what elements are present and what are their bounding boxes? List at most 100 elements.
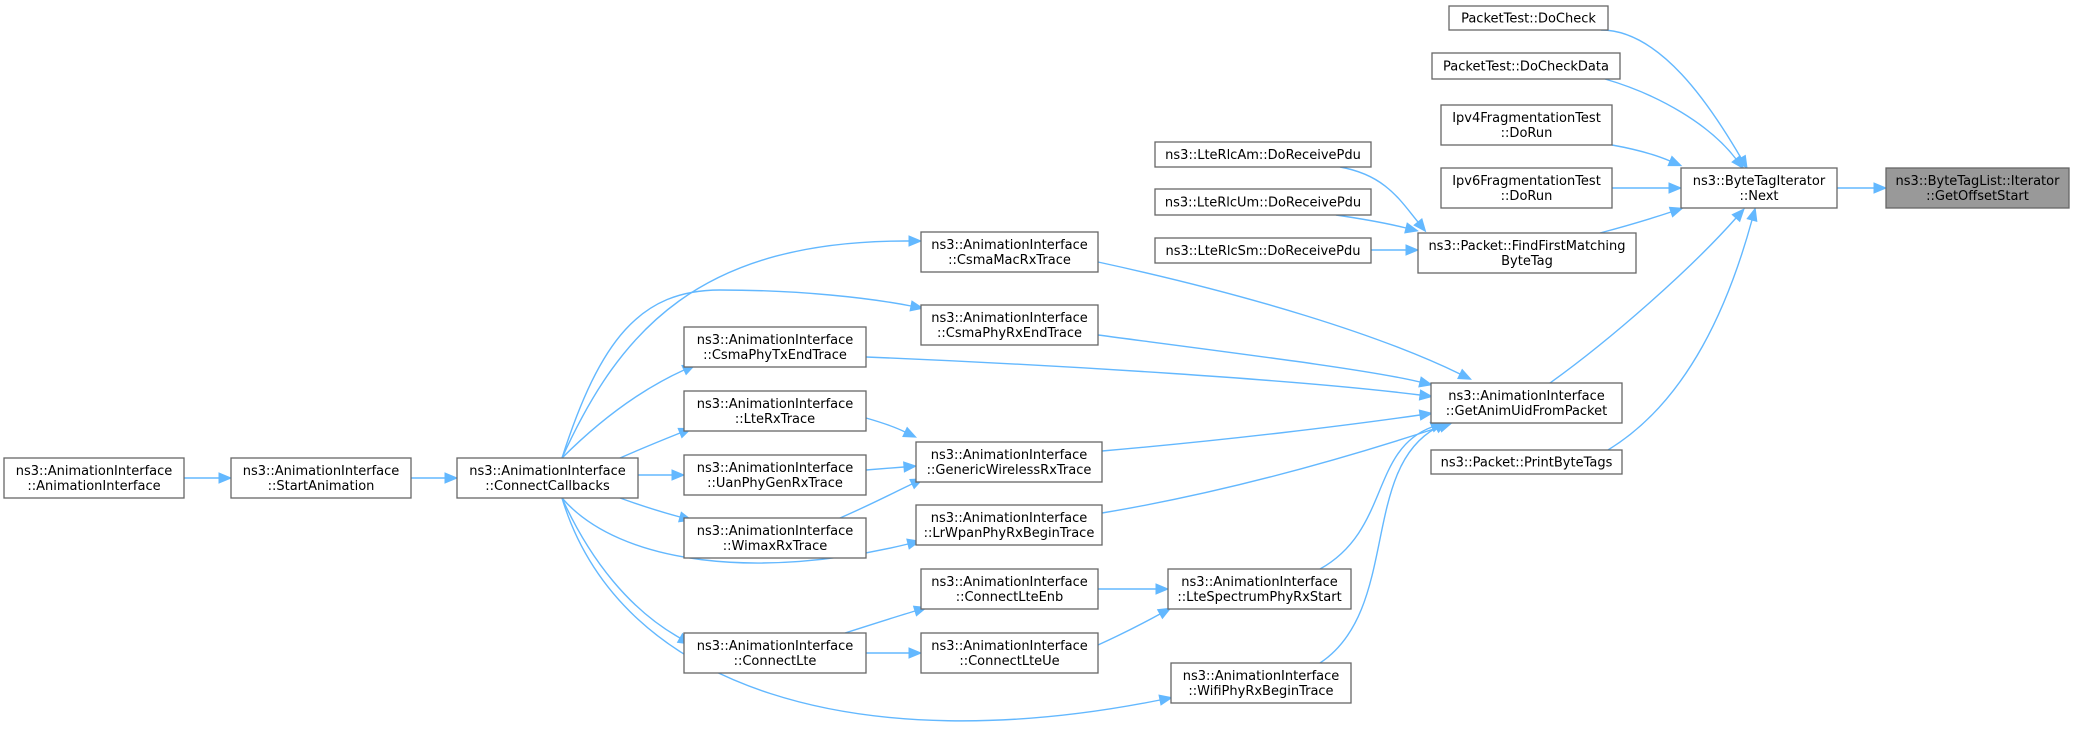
node-lterlcam[interactable]: ns3::LteRlcAm::DoReceivePdu xyxy=(1154,141,1372,168)
node-lrwpan[interactable]: ns3::AnimationInterface::LrWpanPhyRxBegi… xyxy=(915,504,1103,546)
nodes-layer: ns3::ByteTagList::Iterator::GetOffsetSta… xyxy=(3,5,2070,704)
node-label: ::LrWpanPhyRxBeginTrace xyxy=(924,526,1095,541)
node-lterlcsm[interactable]: ns3::LteRlcSm::DoReceivePdu xyxy=(1154,237,1372,264)
arrowhead-icon xyxy=(1413,217,1427,233)
node-packettest-docheckdata[interactable]: PacketTest::DoCheckData xyxy=(1431,52,1621,80)
node-label: ::GenericWirelessRxTrace xyxy=(927,463,1092,478)
edge-line xyxy=(865,417,906,433)
node-box xyxy=(230,457,412,499)
edge-line xyxy=(844,610,916,634)
node-connectcallbacks[interactable]: ns3::AnimationInterface::ConnectCallback… xyxy=(456,457,639,499)
edge-getanimuid-to-bytetagiter-next xyxy=(1549,208,1745,384)
node-csmaphyrxend[interactable]: ns3::AnimationInterface::CsmaPhyRxEndTra… xyxy=(920,304,1099,346)
node-label: Ipv4FragmentationTest xyxy=(1452,111,1601,126)
edge-line xyxy=(1335,214,1407,229)
node-label: ns3::LteRlcUm::DoReceivePdu xyxy=(1165,196,1361,211)
node-label: ns3::AnimationInterface xyxy=(931,448,1088,463)
node-label: ns3::AnimationInterface xyxy=(931,575,1088,590)
node-box xyxy=(1885,167,2070,209)
edge-connectcallbacks-to-csmaphytxend xyxy=(561,364,697,459)
node-box xyxy=(1167,568,1352,610)
node-box xyxy=(915,504,1103,546)
node-connectlte[interactable]: ns3::AnimationInterface::ConnectLte xyxy=(683,632,867,674)
node-label: ::UanPhyGenRxTrace xyxy=(707,476,843,491)
arrowhead-icon xyxy=(1418,376,1433,388)
edge-genericwireless-to-getanimuid xyxy=(1101,409,1434,452)
node-label: ::GetAnimUidFromPacket xyxy=(1446,404,1607,419)
edge-line xyxy=(1101,414,1421,452)
node-uanphygen[interactable]: ns3::AnimationInterface::UanPhyGenRxTrac… xyxy=(683,454,867,496)
node-label: Ipv6FragmentationTest xyxy=(1452,174,1601,189)
node-label: ns3::AnimationInterface xyxy=(1181,575,1338,590)
node-ltespectrum[interactable]: ns3::AnimationInterface::LteSpectrumPhyR… xyxy=(1167,568,1352,610)
node-box xyxy=(683,326,867,368)
node-lterlcum[interactable]: ns3::LteRlcUm::DoReceivePdu xyxy=(1154,188,1372,216)
node-label: ns3::Packet::FindFirstMatching xyxy=(1428,239,1625,254)
arrowhead-icon xyxy=(1405,244,1420,256)
node-box xyxy=(915,441,1103,483)
edge-line xyxy=(1097,334,1421,383)
node-startanimation[interactable]: ns3::AnimationInterface::StartAnimation xyxy=(230,457,412,499)
node-box xyxy=(920,632,1099,674)
node-connectlteue[interactable]: ns3::AnimationInterface::ConnectLteUe xyxy=(920,632,1099,674)
node-label: ::DoRun xyxy=(1501,126,1553,141)
edge-line xyxy=(561,240,910,459)
edge-uanphygen-to-genericwireless xyxy=(865,461,918,473)
node-connectlteenb[interactable]: ns3::AnimationInterface::ConnectLteEnb xyxy=(920,568,1099,610)
edge-lterlcsm-to-findfirstmatching xyxy=(1371,244,1420,256)
node-printbytetags[interactable]: ns3::Packet::PrintByteTags xyxy=(1430,449,1623,475)
edge-connectcallbacks-to-wifiphyrx xyxy=(561,497,1174,722)
node-getanimuid[interactable]: ns3::AnimationInterface::GetAnimUidFromP… xyxy=(1430,382,1623,424)
edge-ipv4frag-dorun-to-bytetagiter-next xyxy=(1611,144,1683,167)
node-box xyxy=(920,304,1099,346)
node-lterx[interactable]: ns3::AnimationInterface::LteRxTrace xyxy=(683,390,867,432)
node-csmaphytxend[interactable]: ns3::AnimationInterface::CsmaPhyTxEndTra… xyxy=(683,326,867,368)
node-genericwireless[interactable]: ns3::AnimationInterface::GenericWireless… xyxy=(915,441,1103,483)
arrowhead-icon xyxy=(1418,389,1434,401)
node-label: ns3::AnimationInterface xyxy=(931,311,1088,326)
arrowhead-icon xyxy=(1418,409,1434,421)
edge-connectcallbacks-to-connectlte xyxy=(561,497,692,645)
node-bytetagiter-next[interactable]: ns3::ByteTagIterator::Next xyxy=(1680,167,1838,209)
node-label: ns3::AnimationInterface xyxy=(469,464,626,479)
node-label: ::WimaxRxTrace xyxy=(723,539,827,554)
node-box xyxy=(683,454,867,496)
node-box xyxy=(1417,232,1637,274)
node-csmamacrx[interactable]: ns3::AnimationInterface::CsmaMacRxTrace xyxy=(920,231,1099,273)
node-label: ns3::AnimationInterface xyxy=(931,639,1088,654)
arrowhead-icon xyxy=(1746,207,1758,223)
node-box xyxy=(920,231,1099,273)
edge-lterlcum-to-findfirstmatching xyxy=(1335,214,1419,234)
edge-connectlte-to-connectlteue xyxy=(866,647,923,659)
arrowhead-icon xyxy=(1158,694,1174,706)
arrowhead-icon xyxy=(1668,206,1684,218)
arrowhead-icon xyxy=(444,472,459,484)
arrowhead-icon xyxy=(1731,155,1745,170)
arrowhead-icon xyxy=(908,647,923,659)
edge-line xyxy=(1604,78,1737,160)
node-label: ::CsmaPhyTxEndTrace xyxy=(703,348,847,363)
node-label: ::LteSpectrumPhyRxStart xyxy=(1177,590,1341,605)
arrowhead-icon xyxy=(903,461,918,473)
edge-lterx-to-genericwireless xyxy=(865,417,918,438)
node-label: ::CsmaMacRxTrace xyxy=(948,253,1071,268)
edge-line xyxy=(619,432,681,459)
node-label: ::ConnectCallbacks xyxy=(485,479,610,494)
edge-ltespectrum-to-getanimuid xyxy=(1319,421,1445,570)
node-wimaxrx[interactable]: ns3::AnimationInterface::WimaxRxTrace xyxy=(683,517,867,559)
node-wifiphyrx[interactable]: ns3::AnimationInterface::WifiPhyRxBeginT… xyxy=(1170,662,1352,704)
node-box xyxy=(683,517,867,559)
node-ipv6frag-dorun[interactable]: Ipv6FragmentationTest::DoRun xyxy=(1440,167,1613,209)
edge-line xyxy=(561,497,681,639)
node-packettest-docheck[interactable]: PacketTest::DoCheck xyxy=(1448,5,1609,31)
edge-connectcallbacks-to-wimaxrx xyxy=(619,497,693,523)
node-getoffsetstart: ns3::ByteTagList::Iterator::GetOffsetSta… xyxy=(1885,167,2070,209)
node-label: ::Next xyxy=(1739,189,1778,204)
node-animinterface-ctor[interactable]: ns3::AnimationInterface::AnimationInterf… xyxy=(3,457,185,499)
node-ipv4frag-dorun[interactable]: Ipv4FragmentationTest::DoRun xyxy=(1440,104,1613,146)
edge-connectcallbacks-to-csmaphyrxend xyxy=(561,289,925,459)
arrowhead-icon xyxy=(902,426,918,438)
edge-lrwpan-to-getanimuid xyxy=(1101,421,1453,514)
node-label: ::ConnectLteEnb xyxy=(956,590,1064,605)
